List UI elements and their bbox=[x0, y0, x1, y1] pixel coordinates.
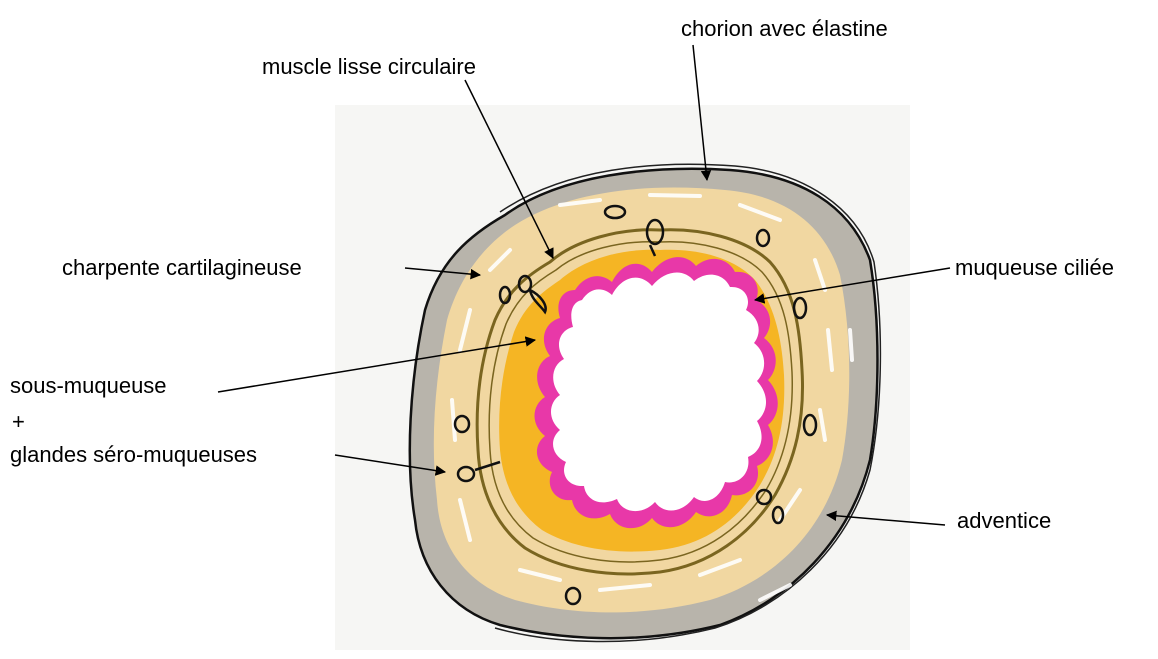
label-muqueuse-ciliee: muqueuse ciliée bbox=[955, 255, 1114, 281]
label-glandes: glandes séro-muqueuses bbox=[10, 442, 257, 468]
label-chorion: chorion avec élastine bbox=[681, 16, 888, 42]
lumen bbox=[551, 272, 766, 511]
label-charpente: charpente cartilagineuse bbox=[62, 255, 302, 281]
label-plus: + bbox=[12, 409, 25, 435]
label-sous-muqueuse: sous-muqueuse bbox=[10, 373, 167, 399]
label-muscle: muscle lisse circulaire bbox=[262, 54, 476, 80]
label-adventice: adventice bbox=[957, 508, 1051, 534]
